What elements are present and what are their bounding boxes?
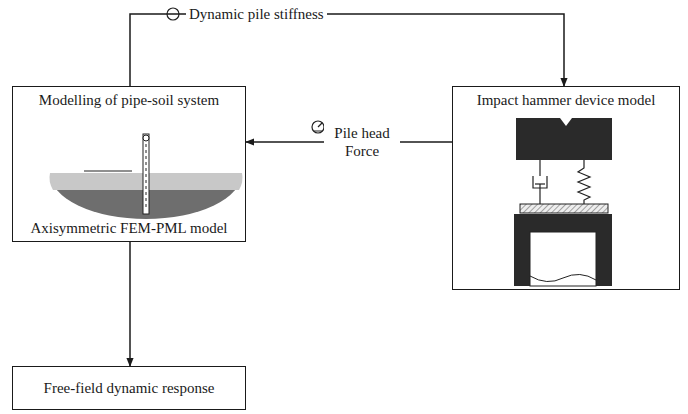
device-box: Impact hammer device model — [452, 86, 680, 290]
gauge-icon — [312, 121, 324, 133]
node-text: Modelling of pipe-soil system — [37, 91, 221, 109]
node-text: Free-field dynamic response — [42, 379, 217, 397]
connector-arrow — [130, 14, 564, 86]
hammer-device — [514, 118, 612, 286]
edge-label: Dynamic pile stiffness — [186, 5, 327, 23]
model-box: Modelling of pipe-soil systemAxisymmetri… — [12, 86, 246, 242]
node-text: Axisymmetric FEM-PML model — [29, 219, 230, 237]
connector-arrow — [129, 242, 131, 366]
edge-label: Pile head Force — [324, 124, 400, 160]
result-box: Free-field dynamic response — [12, 366, 246, 410]
soil-model — [49, 134, 242, 219]
node-text: Impact hammer device model — [475, 91, 658, 109]
